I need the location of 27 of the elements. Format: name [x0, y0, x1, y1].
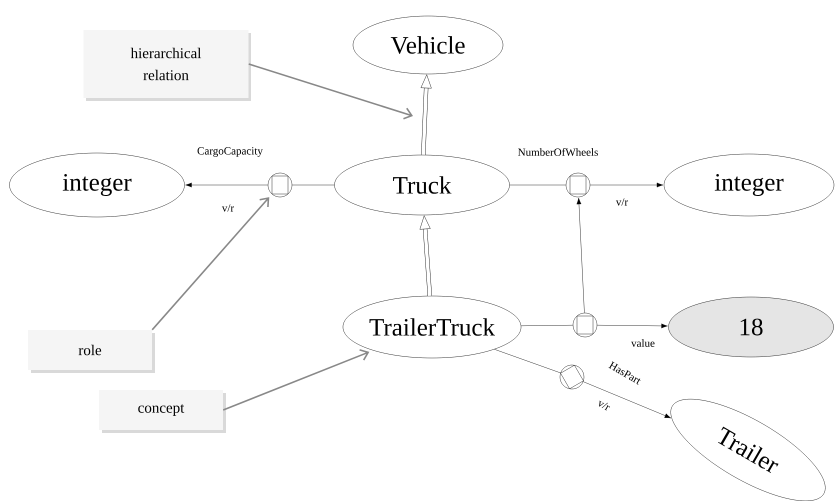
arrow — [185, 182, 268, 188]
edge-label: v/r — [596, 397, 612, 413]
role-symbol — [572, 312, 598, 338]
edge-label: value — [630, 338, 656, 348]
connector-line — [521, 324, 573, 326]
arrow — [583, 381, 672, 418]
edge-label: v/r — [614, 197, 630, 207]
callout-box: hierarchical relation — [84, 30, 251, 101]
role-symbol — [560, 364, 584, 390]
connector-line — [510, 184, 566, 186]
connector-line — [494, 349, 561, 374]
connector-line — [292, 184, 334, 186]
inheritance-arrow — [420, 216, 432, 296]
role-name: CargoCapacity — [198, 147, 263, 157]
leader-arrow — [248, 63, 413, 120]
role-symbol — [268, 172, 292, 198]
inheritance-arrow — [420, 74, 432, 155]
edge-label: v/r — [220, 203, 236, 213]
arrow — [590, 182, 664, 188]
callout-box: concept — [99, 390, 226, 433]
leader-arrow — [152, 197, 270, 330]
arrow — [576, 198, 585, 314]
callout-box: role — [28, 330, 155, 373]
arrow — [597, 324, 668, 328]
role-name: NumberOfWheels — [518, 148, 598, 156]
leader-arrow — [222, 349, 370, 411]
role-symbol — [566, 172, 590, 198]
